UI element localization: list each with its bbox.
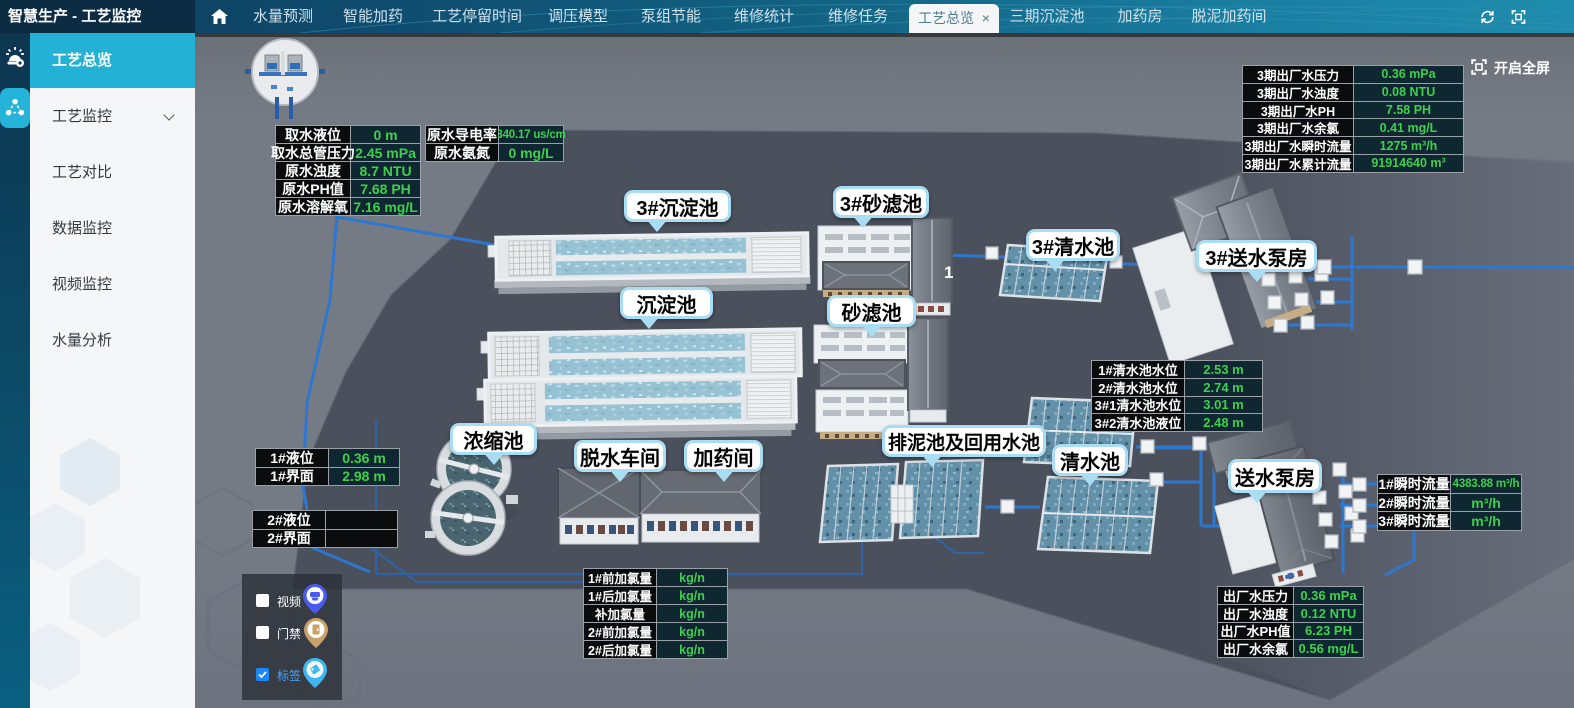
svg-text:1: 1 bbox=[944, 263, 953, 282]
